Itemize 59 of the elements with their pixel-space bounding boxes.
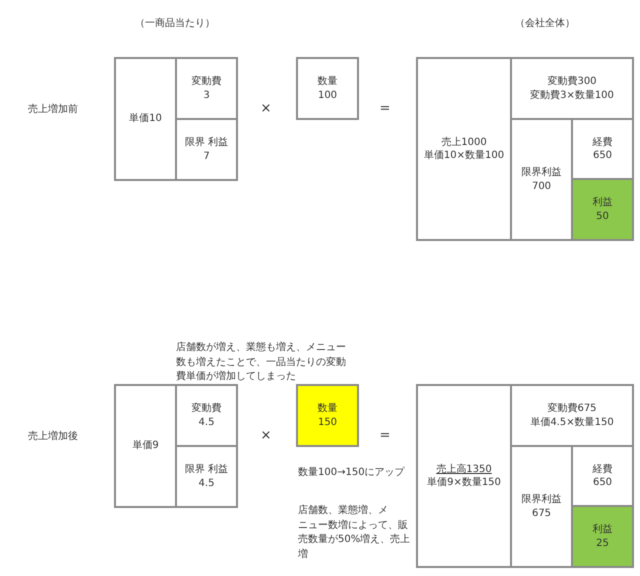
- item-label: 売上高1350: [436, 462, 492, 476]
- annotation-text: 店舗数が増え、業態も増え、メニュー数も増えたことで、一品当たりの変動費単価が増加してしまった: [176, 341, 347, 384]
- multiplication-sign: ×: [260, 427, 272, 445]
- item-label: 限界 利益: [184, 463, 228, 476]
- item-value: 3: [203, 88, 210, 102]
- sales-area: [416, 384, 512, 568]
- item-label: 売上1000: [441, 136, 487, 149]
- variable-cost-area: [175, 57, 238, 120]
- item-value: 100: [318, 88, 338, 102]
- sales-area: [416, 57, 512, 241]
- annotation-text: 店舗数、業態増、メニュー数増によって、販売数量が50%増え、売上増: [298, 504, 412, 562]
- item-label: 限界 利益: [184, 136, 228, 150]
- equals-sign: =: [378, 100, 392, 118]
- row-label: 売上増加後: [28, 430, 79, 444]
- item-label: 限界利益: [522, 493, 562, 506]
- variable-cost-area: [175, 384, 238, 447]
- item-value: 4.5: [198, 476, 214, 490]
- column-heading: （会社全体）: [514, 17, 576, 31]
- item-value: 650: [592, 476, 612, 490]
- multiplication-sign: ×: [260, 100, 272, 118]
- item-label: 変動費300: [547, 75, 597, 88]
- column-heading: （一商品当たり）: [134, 17, 216, 31]
- unit-price-area: [114, 384, 177, 508]
- item-label: 利益: [592, 523, 612, 536]
- profit-area: [571, 178, 634, 241]
- item-value: 単価9×数量150: [427, 476, 501, 490]
- unit-price-area: [114, 57, 177, 181]
- item-value: 700: [532, 180, 552, 193]
- item-value: 50: [596, 210, 609, 223]
- quantity-box: [296, 384, 359, 447]
- item-label: 単価10: [129, 112, 162, 126]
- item-label: 変動費: [192, 75, 222, 88]
- margin-area: [175, 445, 238, 508]
- item-value: 150: [318, 416, 338, 429]
- item-label: 単価9: [132, 439, 159, 453]
- item-label: 限界利益: [522, 166, 562, 180]
- quantity-box: [296, 57, 359, 120]
- item-label: 変動費: [192, 402, 222, 416]
- item-value: 675: [532, 506, 552, 520]
- profit-area: [571, 505, 634, 568]
- annotation-text: 数量100→150にアップ: [298, 466, 406, 480]
- item-label: 数量: [318, 402, 338, 416]
- equals-sign: =: [378, 427, 392, 445]
- item-value: 単価4.5×数量150: [530, 416, 614, 429]
- row-label: 売上増加前: [28, 103, 79, 117]
- variable-cost-area: [510, 57, 634, 120]
- item-value: 650: [592, 149, 612, 162]
- item-value: 変動費3×数量100: [530, 88, 614, 102]
- margin-area: [175, 118, 238, 181]
- item-value: 7: [203, 150, 210, 163]
- item-label: 数量: [318, 75, 338, 88]
- item-value: 4.5: [198, 416, 214, 429]
- variable-cost-area: [510, 384, 634, 447]
- item-label: 変動費675: [547, 402, 597, 416]
- item-label: 経費: [592, 462, 612, 476]
- item-value: 25: [596, 536, 609, 550]
- item-value: 単価10×数量100: [424, 149, 504, 162]
- item-label: 経費: [592, 136, 612, 149]
- item-label: 利益: [592, 196, 612, 210]
